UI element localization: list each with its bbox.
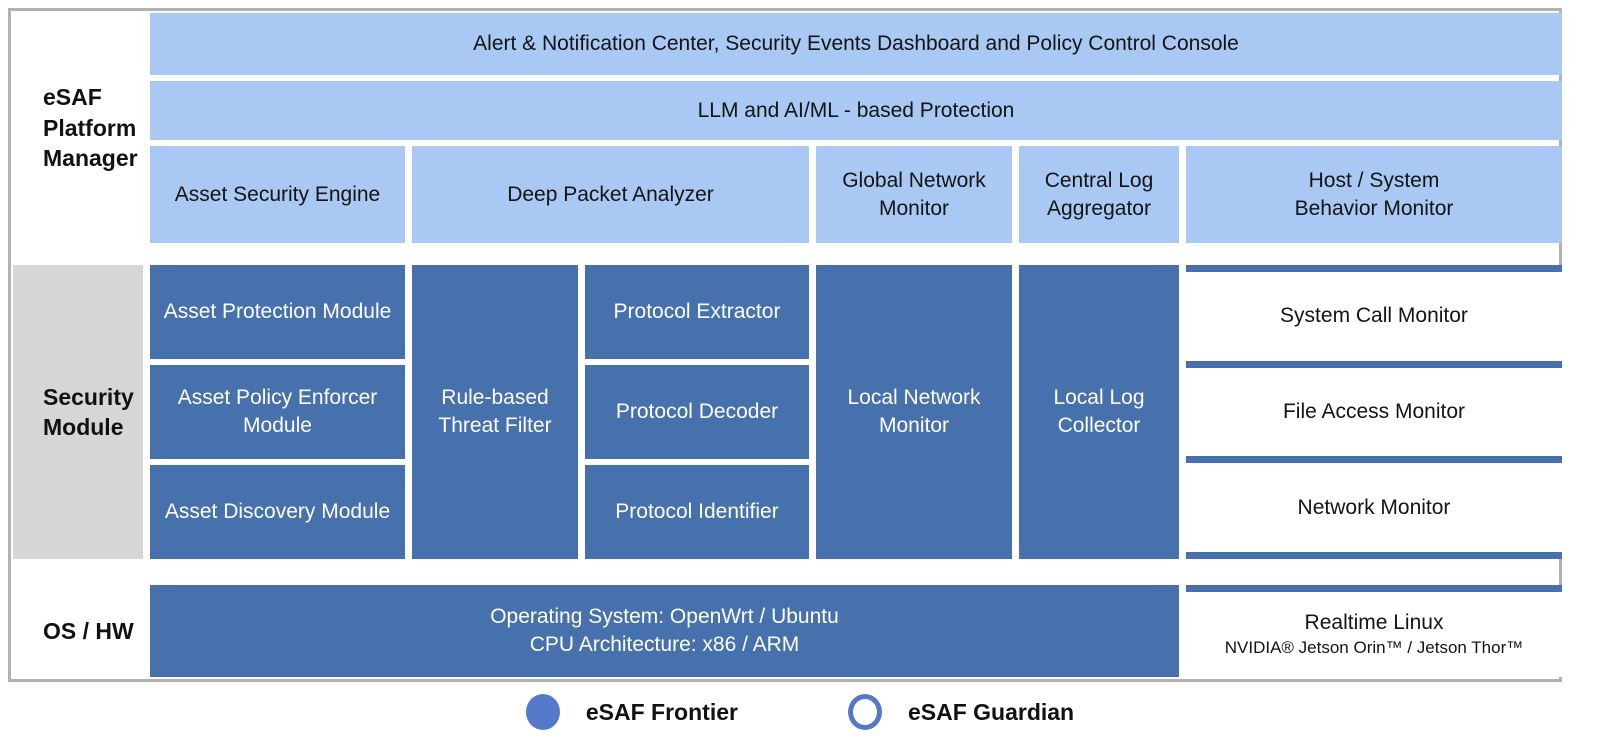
os-hw-band: OS / HW Operating System: OpenWrt / Ubun… xyxy=(13,585,1562,677)
security-module-label: Security Module xyxy=(13,265,143,559)
local-network-monitor-text: Local Network Monitor xyxy=(847,385,981,437)
esaf-guardian-label: eSAF Guardian xyxy=(907,698,1075,725)
asset-security-engine-header: Asset Security Engine xyxy=(150,146,405,243)
alert-notification-center-text: Alert & Notification Center, Security Ev… xyxy=(473,32,1239,56)
protocol-identifier-text: Protocol Identifier xyxy=(615,499,779,523)
asset-discovery-module-text: Asset Discovery Module xyxy=(164,499,391,523)
os-hw-label-text: OS / HW xyxy=(43,617,134,644)
platform-manager-label: eSAF Platform Manager xyxy=(13,13,143,243)
file-access-monitor-text: File Access Monitor xyxy=(1282,400,1466,423)
host-monitor-separator-bar xyxy=(1186,456,1562,464)
platform-label-line: eSAF xyxy=(43,84,102,111)
asset-policy-enforcer-module-box: Asset Policy Enforcer Module xyxy=(150,365,405,459)
esaf-architecture-diagram: eSAF Platform Manager Alert & Notificati… xyxy=(8,8,1562,682)
protocol-decoder-box: Protocol Decoder xyxy=(585,365,809,459)
legend-item-frontier: eSAF Frontier xyxy=(525,694,738,730)
outline-circle-icon xyxy=(847,694,882,730)
network-monitor-text: Network Monitor xyxy=(1297,495,1451,519)
rule-based-threat-filter-box: Rule-based Threat Filter xyxy=(412,265,578,559)
asset-security-engine-text: Asset Security Engine xyxy=(174,182,381,206)
security-label-line: Security xyxy=(43,383,134,410)
realtime-linux-top-bar xyxy=(1186,585,1562,592)
llm-aiml-protection-text: LLM and AI/ML - based Protection xyxy=(697,98,1015,122)
asset-protection-module-text: Asset Protection Module xyxy=(163,299,392,323)
legend: eSAF Frontier eSAF Guardian xyxy=(0,694,1600,730)
local-network-monitor-box: Local Network Monitor xyxy=(816,265,1012,559)
host-system-behavior-monitor-text: Host / System Behavior Monitor xyxy=(1294,169,1454,220)
asset-protection-module-box: Asset Protection Module xyxy=(150,265,405,359)
rule-based-threat-filter-text: Rule-based Threat Filter xyxy=(438,385,552,437)
alert-notification-center-box: Alert & Notification Center, Security Ev… xyxy=(150,13,1562,75)
host-monitor-separator-bar xyxy=(1186,265,1562,272)
local-log-collector-box: Local Log Collector xyxy=(1019,265,1179,559)
protocol-extractor-box: Protocol Extractor xyxy=(585,265,809,359)
llm-aiml-protection-box: LLM and AI/ML - based Protection xyxy=(150,81,1562,140)
file-access-monitor-box: File Access Monitor xyxy=(1186,367,1562,457)
central-log-aggregator-text: Central Log Aggregator xyxy=(1044,169,1154,220)
asset-policy-enforcer-module-text: Asset Policy Enforcer Module xyxy=(177,385,378,437)
protocol-identifier-box: Protocol Identifier xyxy=(585,465,809,559)
protocol-decoder-text: Protocol Decoder xyxy=(615,399,779,423)
esaf-frontier-label: eSAF Frontier xyxy=(585,698,738,725)
local-log-collector-text: Local Log Collector xyxy=(1053,385,1145,437)
nvidia-jetson-subtitle: NVIDIA® Jetson Orin™ / Jetson Thor™ xyxy=(1224,638,1524,658)
host-monitor-separator-bar xyxy=(1186,552,1562,560)
operating-system-box: Operating System: OpenWrt / Ubuntu CPU A… xyxy=(150,585,1179,677)
realtime-linux-title: Realtime Linux xyxy=(1304,610,1444,634)
host-monitor-separator-bar xyxy=(1186,360,1562,368)
global-network-monitor-header: Global Network Monitor xyxy=(816,146,1012,243)
platform-manager-band: eSAF Platform Manager Alert & Notificati… xyxy=(13,13,1562,243)
platform-label-line: Manager xyxy=(43,145,138,172)
protocol-extractor-text: Protocol Extractor xyxy=(613,299,781,323)
security-label-line: Module xyxy=(43,414,124,440)
legend-item-guardian: eSAF Guardian xyxy=(847,694,1075,730)
network-monitor-box: Network Monitor xyxy=(1186,463,1562,553)
system-call-monitor-text: System Call Monitor xyxy=(1280,304,1468,328)
global-network-monitor-text: Global Network Monitor xyxy=(842,169,986,220)
realtime-linux-column: Realtime Linux NVIDIA® Jetson Orin™ / Je… xyxy=(1186,585,1562,677)
platform-label-line: Platform xyxy=(43,114,137,141)
filled-circle-icon xyxy=(525,694,560,730)
host-monitors-column: System Call Monitor File Access Monitor … xyxy=(1186,265,1562,560)
deep-packet-analyzer-header: Deep Packet Analyzer xyxy=(412,146,809,243)
central-log-aggregator-header: Central Log Aggregator xyxy=(1019,146,1179,243)
asset-discovery-module-box: Asset Discovery Module xyxy=(150,465,405,559)
host-system-behavior-monitor-header: Host / System Behavior Monitor xyxy=(1186,146,1562,243)
deep-packet-analyzer-text: Deep Packet Analyzer xyxy=(507,182,714,206)
operating-system-line: Operating System: OpenWrt / Ubuntu xyxy=(490,604,839,628)
os-hw-label: OS / HW xyxy=(13,585,143,677)
realtime-linux-box: Realtime Linux NVIDIA® Jetson Orin™ / Je… xyxy=(1186,592,1562,677)
security-module-band: Security Module Asset Protection Module … xyxy=(13,265,1562,560)
system-call-monitor-box: System Call Monitor xyxy=(1186,272,1562,361)
cpu-architecture-line: CPU Architecture: x86 / ARM xyxy=(529,633,800,656)
